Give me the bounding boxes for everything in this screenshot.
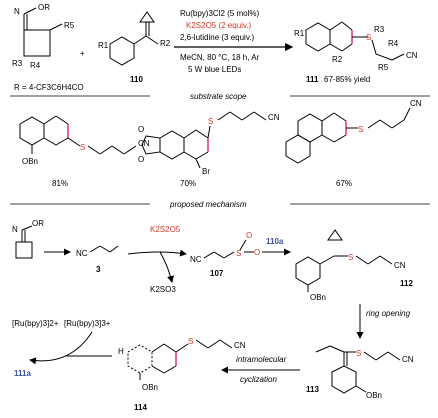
mech112-obn: OBn bbox=[310, 293, 326, 302]
scope3-yield: 67% bbox=[336, 179, 352, 188]
scope2-yield: 70% bbox=[180, 179, 196, 188]
product-111 bbox=[305, 21, 405, 61]
mech114-h: H bbox=[118, 347, 124, 356]
styrene-110 bbox=[109, 11, 159, 66]
compound-107-label: 107 bbox=[210, 269, 224, 278]
mech-k2s2o5: K2S2O5 bbox=[150, 225, 181, 234]
compound-113-label: 113 bbox=[306, 385, 319, 394]
mech112-cn: CN bbox=[394, 261, 406, 270]
mech-compound-3 bbox=[89, 245, 119, 253]
mech-k2so3: K2SO3 bbox=[150, 285, 176, 294]
scope2-o-top: O bbox=[138, 125, 144, 134]
compound-110-label: 110 bbox=[130, 75, 143, 84]
mech-compound-107 bbox=[203, 239, 254, 259]
product-r1-label: R1 bbox=[294, 29, 305, 38]
scope3-s-label: S bbox=[358, 125, 363, 134]
mech-compound-114 bbox=[127, 339, 233, 380]
mech114-s: S bbox=[188, 337, 193, 346]
mech-n-label: N bbox=[12, 225, 18, 234]
mech112-s: S bbox=[348, 253, 353, 262]
scope1-cn: CN bbox=[138, 139, 150, 148]
product-cn-label: CN bbox=[406, 51, 418, 60]
scope2-br: Br bbox=[202, 167, 210, 176]
scope2-s-label: S bbox=[208, 117, 213, 126]
mech-compound-112 bbox=[295, 229, 393, 292]
scope1-obn: OBn bbox=[22, 157, 38, 166]
mech107-o1: O bbox=[246, 231, 252, 240]
scope-compound-1 bbox=[19, 115, 137, 155]
mech-110a: 110a bbox=[266, 237, 284, 246]
mech114-cn: CN bbox=[234, 341, 246, 350]
mech113-obn: OBn bbox=[366, 391, 382, 400]
compound-111a-label: 111a bbox=[14, 369, 31, 378]
product-r5-label: R5 bbox=[378, 63, 389, 72]
scope1-yield: 81% bbox=[52, 179, 68, 188]
mech-ring-opening: ring opening bbox=[366, 309, 411, 318]
mech-ru-arc bbox=[29, 331, 93, 365]
compound-112-label: 112 bbox=[400, 279, 413, 288]
r5-label: R5 bbox=[64, 21, 75, 30]
scope-compound-2 bbox=[141, 111, 267, 169]
product-s-label: S bbox=[366, 33, 371, 42]
scope-compound-3 bbox=[285, 107, 411, 164]
condition-light: 5 W blue LEDs bbox=[188, 65, 241, 74]
r1-label: R1 bbox=[98, 41, 109, 50]
r3-label: R3 bbox=[12, 59, 23, 68]
condition-catalyst: Ru(bpy)3Cl2 (5 mol%) bbox=[180, 9, 259, 18]
mech-arrow-so3 bbox=[159, 251, 174, 283]
compound-114-label: 114 bbox=[134, 403, 147, 412]
r-definition: R = 4-CF3C6H4CO bbox=[14, 83, 84, 92]
mech114-obn: OBn bbox=[142, 383, 158, 392]
product-r2-label: R2 bbox=[332, 55, 343, 64]
product-r4-label: R4 bbox=[388, 39, 399, 48]
compound-3-label: 3 bbox=[96, 265, 101, 274]
mech-cyclization-1: intramolecular bbox=[236, 355, 287, 364]
mechanism-heading: proposed mechanism bbox=[169, 200, 247, 209]
r2-label: R2 bbox=[160, 39, 171, 48]
oxime-cyclobutane bbox=[23, 7, 63, 57]
scope1-s-label: S bbox=[80, 143, 85, 152]
mech-cyclization-2: cyclization bbox=[240, 375, 277, 384]
mech107-s: S bbox=[236, 249, 241, 258]
mech107-nc: NC bbox=[190, 255, 202, 264]
plus-sign: + bbox=[80, 49, 85, 58]
r4-label: R4 bbox=[30, 61, 41, 70]
mech-compound-113 bbox=[315, 345, 401, 394]
product-r3-label: R3 bbox=[374, 25, 385, 34]
mech-arrow-2 bbox=[127, 249, 187, 257]
scope3-cn: CN bbox=[410, 99, 422, 108]
scope2-cn: CN bbox=[268, 113, 280, 122]
scope2-o-bottom: O bbox=[138, 155, 144, 164]
ru2-label: [Ru(bpy)3]2+ bbox=[12, 319, 59, 328]
condition-solvent: MeCN, 80 °C, 18 h, Ar bbox=[180, 53, 260, 62]
mech107-o2: O bbox=[254, 248, 260, 257]
mech113-s: S bbox=[356, 349, 361, 358]
condition-base: 2,6-lutidine (3 equiv.) bbox=[180, 33, 254, 42]
mech-nc-label: NC bbox=[76, 249, 88, 258]
mech-or-label: OR bbox=[32, 219, 44, 228]
condition-oxidant: K2S2O5 (2 equiv.) bbox=[186, 21, 252, 30]
ru3-label: [Ru(bpy)3]3+ bbox=[64, 319, 111, 328]
mech113-cn: CN bbox=[402, 355, 414, 364]
scope-heading: substrate scope bbox=[190, 92, 247, 101]
product-111-label: 111 bbox=[306, 75, 319, 84]
or-label: OR bbox=[38, 3, 50, 12]
n-label: N bbox=[14, 7, 20, 16]
mech-oxime bbox=[15, 225, 33, 259]
product-yield: 67-85% yield bbox=[324, 75, 370, 84]
